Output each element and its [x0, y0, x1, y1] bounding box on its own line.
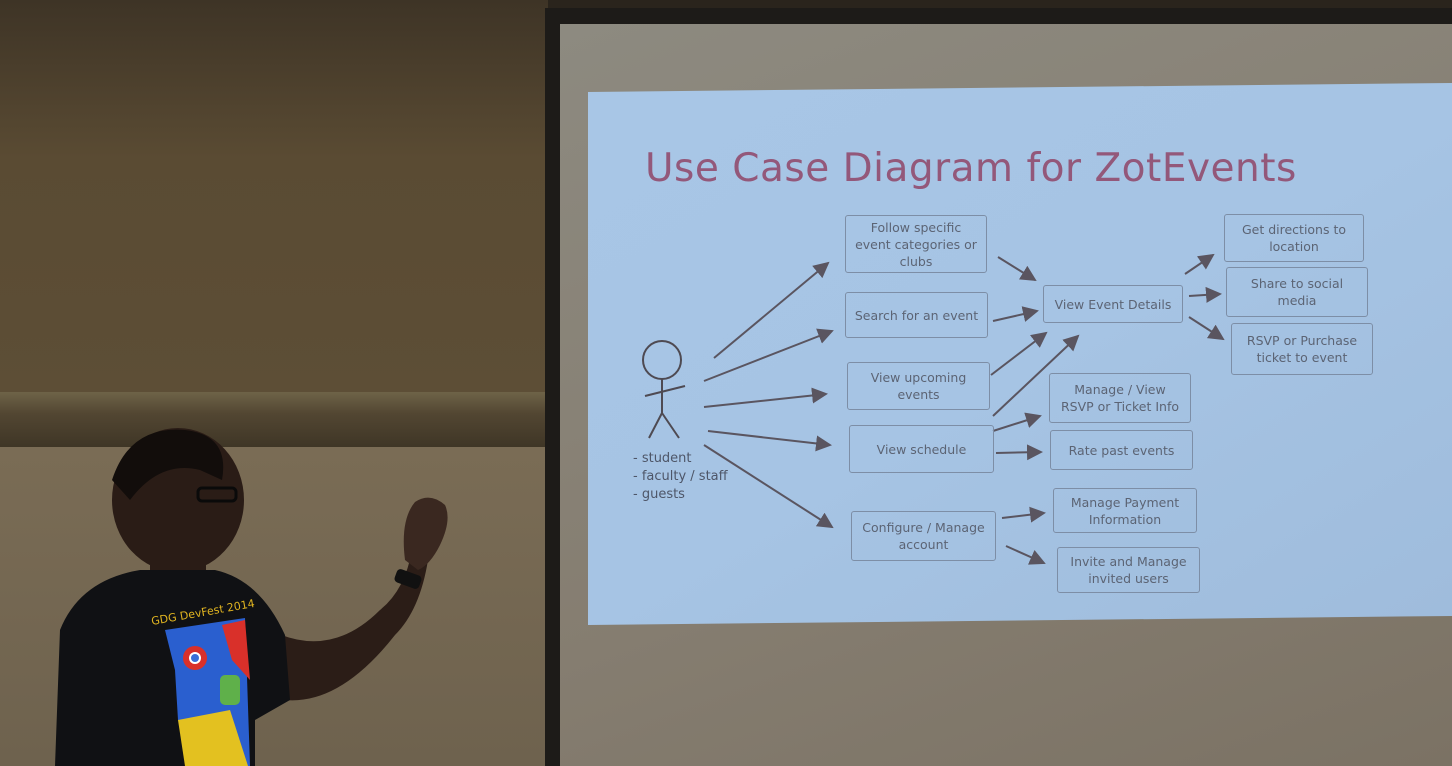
arrow: [1188, 316, 1225, 341]
use-case-invite: Invite and Manage invited users: [1057, 547, 1200, 593]
ceiling: [0, 0, 1452, 10]
arrow: [995, 444, 1043, 461]
use-case-upcoming: View upcoming events: [847, 362, 990, 410]
actor-role: - guests: [633, 487, 685, 502]
wall: [0, 0, 548, 395]
presenter-shirt: [55, 570, 290, 766]
arrow: [703, 387, 828, 408]
use-case-schedule: View schedule: [849, 425, 994, 473]
arrow: [1001, 506, 1046, 523]
arrow: [992, 334, 1080, 417]
use-case-manage-rsvp: Manage / View RSVP or Ticket Info: [1049, 373, 1191, 423]
actor-roles: - student - faculty / staff - guests: [633, 450, 728, 504]
arrow: [992, 306, 1039, 322]
use-case-configure: Configure / Manage account: [851, 511, 996, 561]
use-case-rate: Rate past events: [1050, 430, 1193, 470]
wall-rail: [0, 392, 548, 447]
arrow: [990, 331, 1048, 376]
use-case-search: Search for an event: [845, 292, 988, 338]
arrow: [713, 261, 830, 359]
presenter-arm: [270, 550, 428, 701]
actor-role: - faculty / staff: [633, 469, 728, 484]
arrow: [1005, 545, 1046, 565]
arrow: [1184, 253, 1215, 275]
use-case-payment: Manage Payment Information: [1053, 488, 1197, 533]
arrow: [1188, 286, 1222, 303]
arrow: [997, 256, 1037, 282]
presenter: GDG DevFest 2014: [55, 428, 448, 766]
arrow: [703, 444, 834, 529]
wristwatch: [394, 569, 422, 589]
presenter-hand: [403, 497, 448, 570]
arrow: [992, 412, 1042, 432]
use-case-details: View Event Details: [1043, 285, 1183, 323]
actor-role: - student: [633, 451, 692, 466]
arrow: [703, 328, 834, 382]
slide-title: Use Case Diagram for ZotEvents: [645, 146, 1297, 191]
use-case-share: Share to social media: [1226, 267, 1368, 317]
use-case-rsvp: RSVP or Purchase ticket to event: [1231, 323, 1373, 375]
use-case-directions: Get directions to location: [1224, 214, 1364, 262]
use-case-follow: Follow specific event categories or club…: [845, 215, 987, 273]
stick-figure-icon: [642, 340, 686, 439]
arrow: [707, 430, 832, 452]
glasses: [196, 486, 238, 503]
